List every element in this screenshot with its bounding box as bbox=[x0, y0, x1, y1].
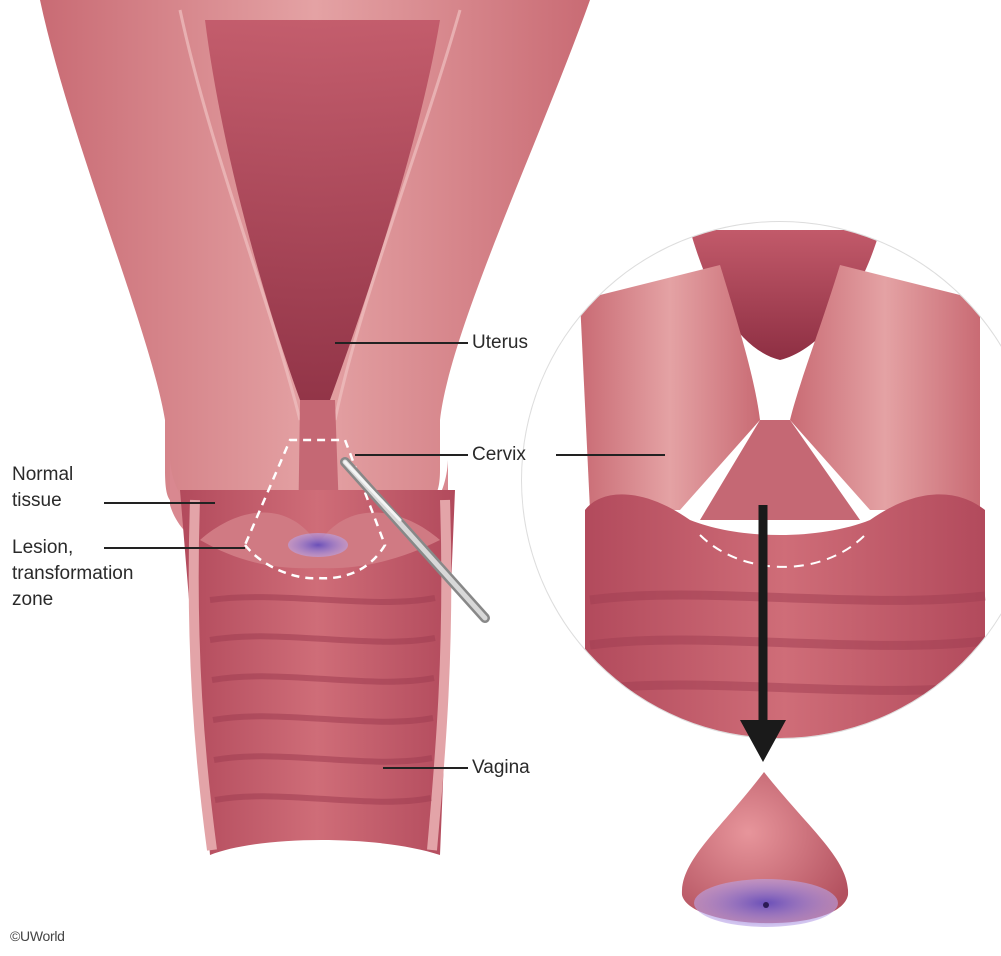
normal-tissue-label-line1: Normal bbox=[12, 462, 73, 488]
lesion-label-line1: Lesion, bbox=[12, 535, 133, 561]
magnified-view bbox=[520, 220, 1001, 762]
lesion-label: Lesion, transformation zone bbox=[12, 535, 133, 613]
cervix-label: Cervix bbox=[472, 442, 526, 468]
lesion-label-line2: transformation bbox=[12, 561, 133, 587]
copyright-credit: ©UWorld bbox=[10, 928, 65, 944]
uterus-label: Uterus bbox=[472, 330, 528, 356]
excised-cone bbox=[682, 772, 848, 927]
lesion-label-line3: zone bbox=[12, 587, 133, 613]
lesion bbox=[288, 533, 348, 557]
vagina-label: Vagina bbox=[472, 755, 530, 781]
normal-tissue-label: Normal tissue bbox=[12, 462, 73, 514]
normal-tissue-label-line2: tissue bbox=[12, 488, 73, 514]
